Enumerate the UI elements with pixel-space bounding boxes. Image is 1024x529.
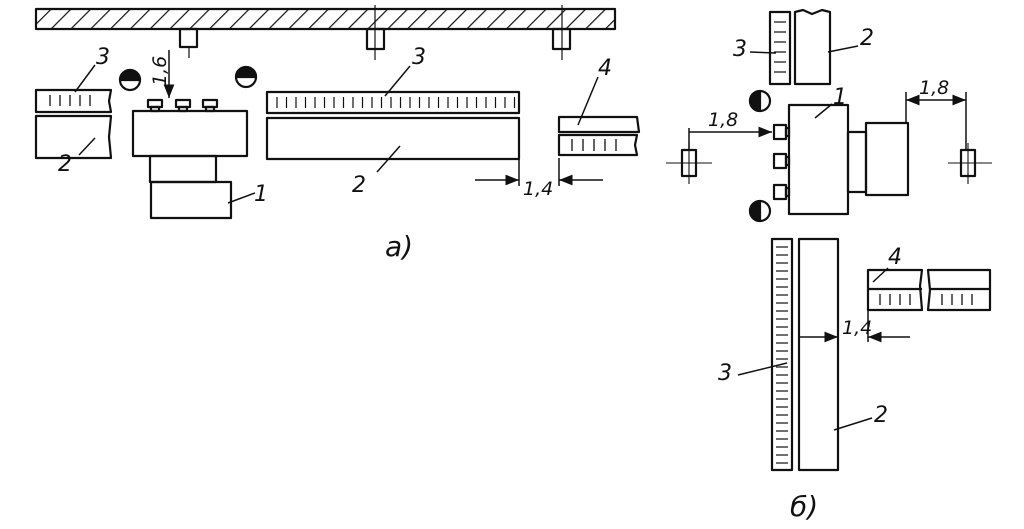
dim-label-1-8: 1,8 — [708, 109, 738, 131]
view-b — [666, 8, 992, 472]
dim-label-1-6: 1,6 — [149, 56, 171, 86]
label-machine-1: 1 — [254, 182, 268, 207]
dim-1-4-a — [475, 158, 603, 186]
column-stub — [365, 5, 386, 60]
label-rack-3: 3 — [718, 361, 732, 386]
column-plan — [948, 143, 992, 184]
leader-lines-a — [74, 64, 599, 204]
table-2-bottom — [797, 237, 840, 472]
operator-symbol — [234, 65, 258, 89]
operator-symbol — [118, 68, 142, 92]
dim-1-4-b — [800, 310, 910, 343]
dim-1-8-right — [905, 92, 967, 150]
table-2-left — [34, 114, 113, 160]
dim-1-8-left — [688, 126, 772, 150]
leader-lines-b — [737, 45, 889, 431]
table-2-long — [265, 116, 521, 161]
label-rack-3: 3 — [733, 37, 747, 62]
rack-3-left — [34, 88, 113, 114]
conveyor-4-a — [557, 115, 641, 157]
rack-3-top — [768, 10, 792, 86]
label-rack-3: 3 — [96, 45, 110, 70]
label-machine-1: 1 — [833, 85, 847, 110]
table-2-top — [793, 8, 832, 86]
labels: 3 2 1 3 2 4 1,6 1,4 а) 3 2 1 1,8 1,8 4 1… — [58, 26, 949, 523]
column-stub — [551, 5, 572, 60]
caption-b: б) — [790, 490, 818, 523]
ceiling-beam — [34, 7, 617, 31]
label-table-2: 2 — [352, 173, 366, 198]
rack-3-long — [265, 90, 521, 115]
conveyor-4-b — [866, 268, 992, 312]
dim-label-1-8: 1,8 — [919, 77, 949, 99]
dim-label-1-4: 1,4 — [523, 178, 553, 200]
label-rack-3: 3 — [412, 45, 426, 70]
machine-1-a — [131, 98, 249, 220]
caption-a: а) — [385, 230, 413, 263]
label-conveyor-4: 4 — [888, 245, 902, 270]
operator-symbol — [748, 199, 772, 223]
label-table-2: 2 — [860, 26, 874, 51]
label-table-2: 2 — [874, 403, 888, 428]
view-a — [34, 5, 641, 220]
dim-label-1-4: 1,4 — [842, 317, 872, 339]
column-stub — [178, 27, 199, 58]
machine-1-b — [772, 103, 910, 216]
rack-3-bottom — [770, 237, 794, 472]
label-conveyor-4: 4 — [598, 56, 612, 81]
label-table-2: 2 — [58, 152, 72, 177]
operator-symbol — [748, 89, 772, 113]
